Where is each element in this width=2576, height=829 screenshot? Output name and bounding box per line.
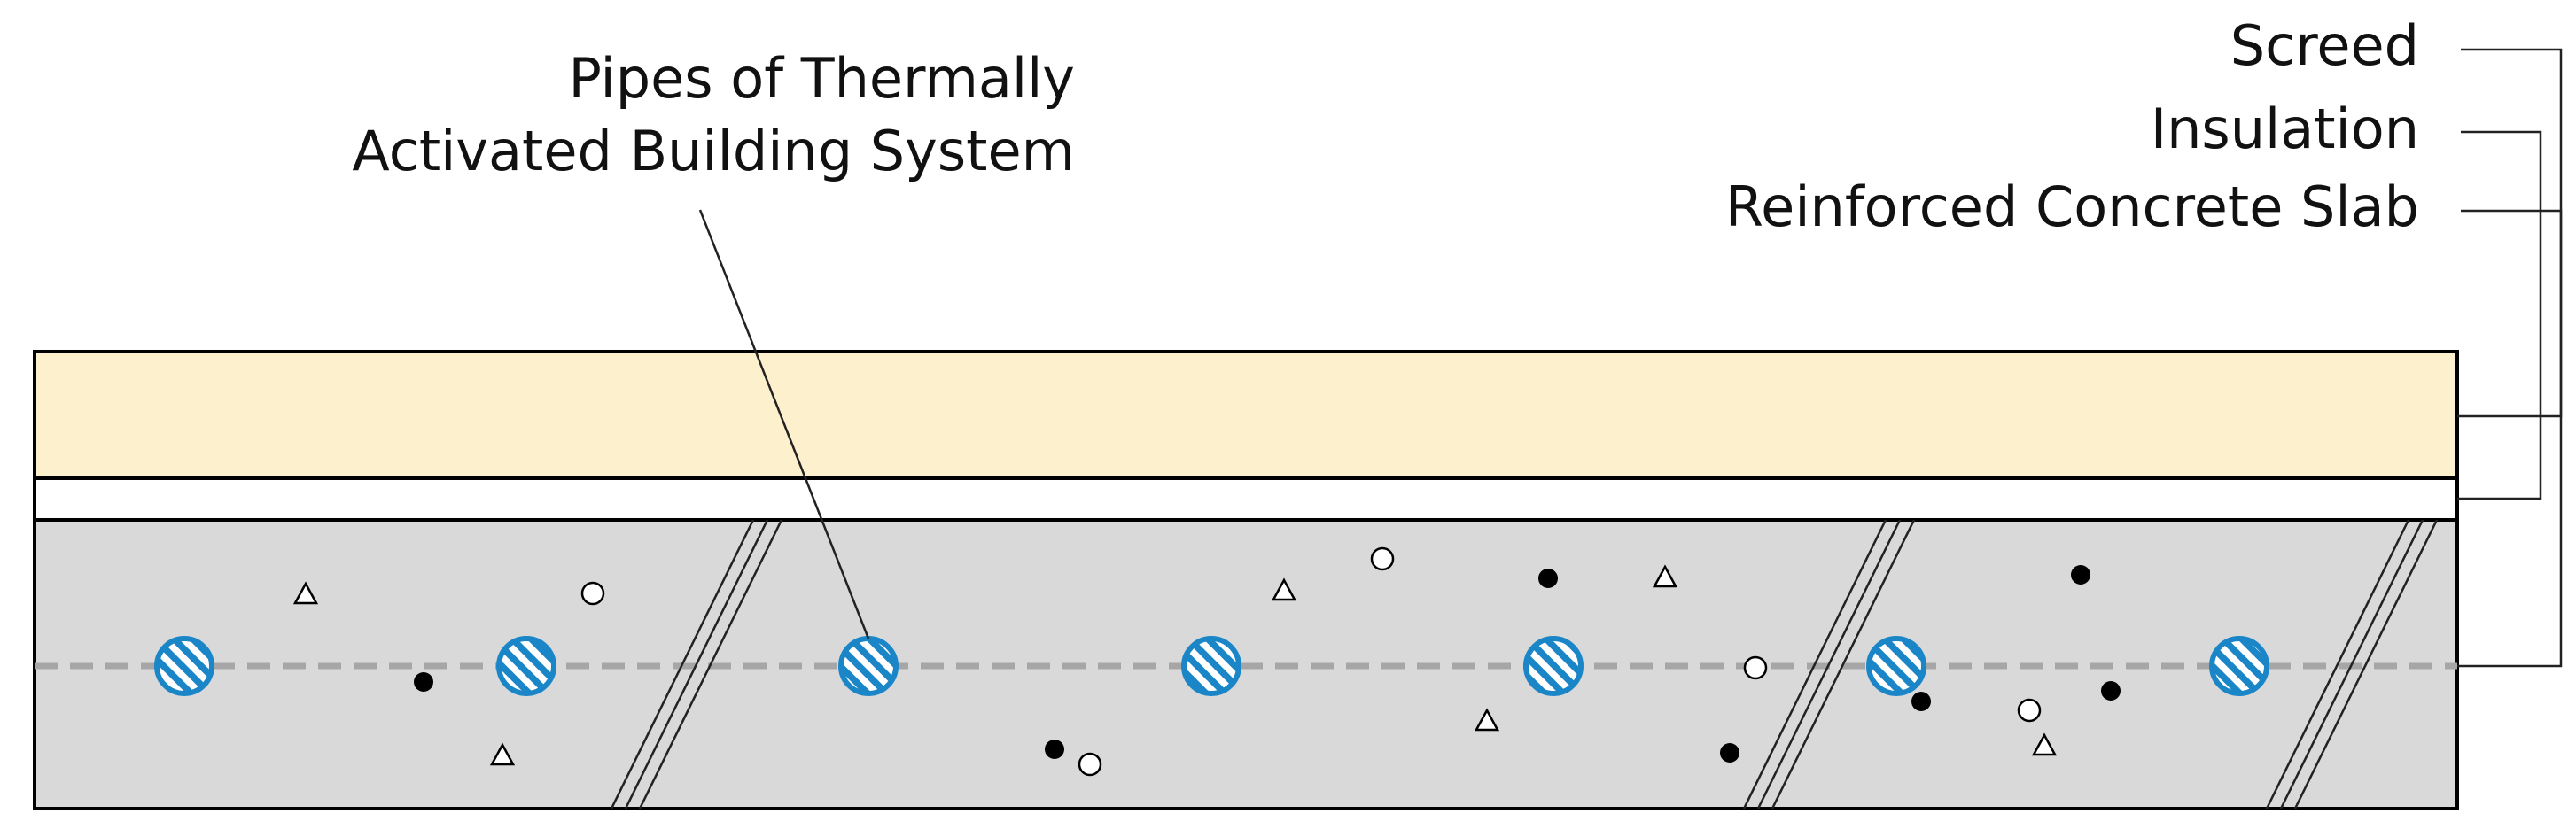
insulation-label: Insulation bbox=[2151, 97, 2419, 161]
hollow-circle-icon bbox=[1743, 655, 1768, 680]
slab-leader bbox=[2457, 209, 2563, 668]
insulation-leader bbox=[2457, 130, 2542, 500]
tabs-pipe bbox=[154, 636, 214, 696]
break-line-icon bbox=[610, 520, 783, 809]
triangle-icon bbox=[1474, 708, 1500, 732]
insulation-layer bbox=[33, 476, 2459, 522]
slab-label: Reinforced Concrete Slab bbox=[1725, 174, 2419, 239]
break-line-icon bbox=[1742, 520, 1916, 809]
filled-dot-icon bbox=[1720, 743, 1739, 763]
triangle-icon bbox=[2031, 732, 2058, 756]
filled-dot-icon bbox=[1911, 692, 1931, 711]
filled-dot-icon bbox=[2101, 681, 2121, 701]
tabs-pipe bbox=[1523, 636, 1584, 696]
triangle-icon bbox=[292, 581, 319, 605]
hollow-circle-icon bbox=[1370, 546, 1395, 571]
filled-dot-icon bbox=[1538, 569, 1558, 588]
pipes-leader-line bbox=[698, 209, 870, 639]
break-line-icon bbox=[2265, 520, 2439, 809]
filled-dot-icon bbox=[414, 672, 433, 692]
tabs-pipe bbox=[496, 636, 556, 696]
pipes-label-line-2: Activated Building System bbox=[352, 119, 1075, 183]
filled-dot-icon bbox=[2071, 565, 2090, 585]
screed-label: Screed bbox=[2230, 13, 2419, 78]
triangle-icon bbox=[1271, 577, 1297, 601]
tabs-pipe bbox=[1866, 636, 1926, 696]
filled-dot-icon bbox=[1045, 740, 1064, 759]
screed-leader bbox=[2457, 48, 2563, 418]
triangle-icon bbox=[489, 742, 516, 766]
tabs-pipe bbox=[1181, 636, 1241, 696]
screed-layer bbox=[33, 350, 2459, 480]
hollow-circle-icon bbox=[1078, 752, 1102, 777]
tabs-pipe bbox=[2209, 636, 2269, 696]
tabs-pipe bbox=[838, 636, 899, 696]
pipes-label-line-1: Pipes of Thermally bbox=[569, 46, 1075, 111]
layer-leader-brackets bbox=[2457, 48, 2563, 668]
hollow-circle-icon bbox=[580, 581, 605, 606]
triangle-icon bbox=[1652, 564, 1678, 588]
slab-contents bbox=[35, 520, 2457, 809]
hollow-circle-icon bbox=[2017, 698, 2042, 723]
